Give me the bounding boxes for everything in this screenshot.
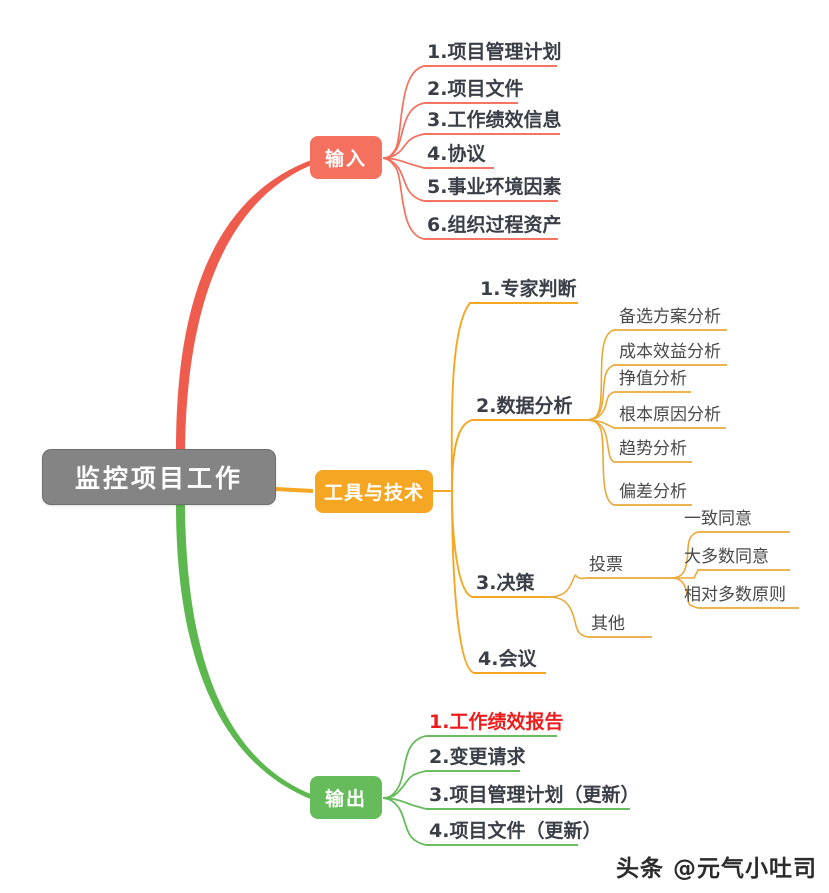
trunk-output — [176, 505, 313, 800]
vote-item-1[interactable]: 一致同意 — [684, 509, 752, 529]
trunk-input — [176, 159, 314, 452]
output-item-1[interactable]: 1.工作绩效报告 — [429, 711, 564, 733]
root-node[interactable]: 监控项目工作 — [42, 449, 276, 505]
data-analysis-item-6[interactable]: 偏差分析 — [619, 482, 687, 502]
branch-node-output-label: 输出 — [324, 788, 367, 810]
data-analysis-item-5[interactable]: 趋势分析 — [619, 439, 687, 459]
branch-node-input-label: 输入 — [324, 148, 367, 170]
vote-item-3[interactable]: 相对多数原则 — [684, 585, 786, 605]
trunk-tools — [275, 487, 314, 493]
data-analysis-item-1[interactable]: 备选方案分析 — [619, 307, 721, 327]
tools-item-2[interactable]: 2.数据分析 — [476, 395, 573, 417]
tools-item-3[interactable]: 3.决策 — [476, 572, 535, 594]
data-analysis-item-3[interactable]: 挣值分析 — [619, 369, 687, 389]
output-item-2[interactable]: 2.变更请求 — [429, 746, 526, 768]
input-item-2[interactable]: 2.项目文件 — [427, 78, 524, 100]
output-item-3[interactable]: 3.项目管理计划（更新） — [429, 784, 640, 806]
vote-item-2[interactable]: 大多数同意 — [684, 547, 769, 567]
tools-item-4[interactable]: 4.会议 — [478, 648, 537, 670]
branch-node-input[interactable]: 输入 — [310, 136, 382, 179]
root-node-label: 监控项目工作 — [74, 464, 243, 493]
branch-node-tools[interactable]: 工具与技术 — [315, 470, 433, 513]
tools-leaf-underlines — [470, 302, 584, 674]
data-analysis-item-4[interactable]: 根本原因分析 — [619, 405, 721, 425]
input-item-5[interactable]: 5.事业环境因素 — [427, 176, 562, 198]
branch-node-tools-label: 工具与技术 — [323, 482, 424, 504]
input-item-4[interactable]: 4.协议 — [427, 143, 486, 165]
input-item-3[interactable]: 3.工作绩效信息 — [427, 109, 562, 131]
input-item-1[interactable]: 1.项目管理计划 — [427, 41, 562, 63]
output-item-4[interactable]: 4.项目文件（更新） — [429, 820, 602, 842]
input-item-6[interactable]: 6.组织过程资产 — [427, 214, 562, 236]
data-analysis-item-2[interactable]: 成本效益分析 — [619, 342, 721, 362]
tools-item-1[interactable]: 1.专家判断 — [480, 278, 577, 300]
branch-node-output[interactable]: 输出 — [310, 776, 382, 819]
decision-item-other[interactable]: 其他 — [591, 614, 625, 634]
decision-item-vote[interactable]: 投票 — [589, 555, 623, 575]
tools-connectors — [433, 302, 584, 674]
watermark: 头条 @元气小吐司 — [615, 856, 817, 882]
